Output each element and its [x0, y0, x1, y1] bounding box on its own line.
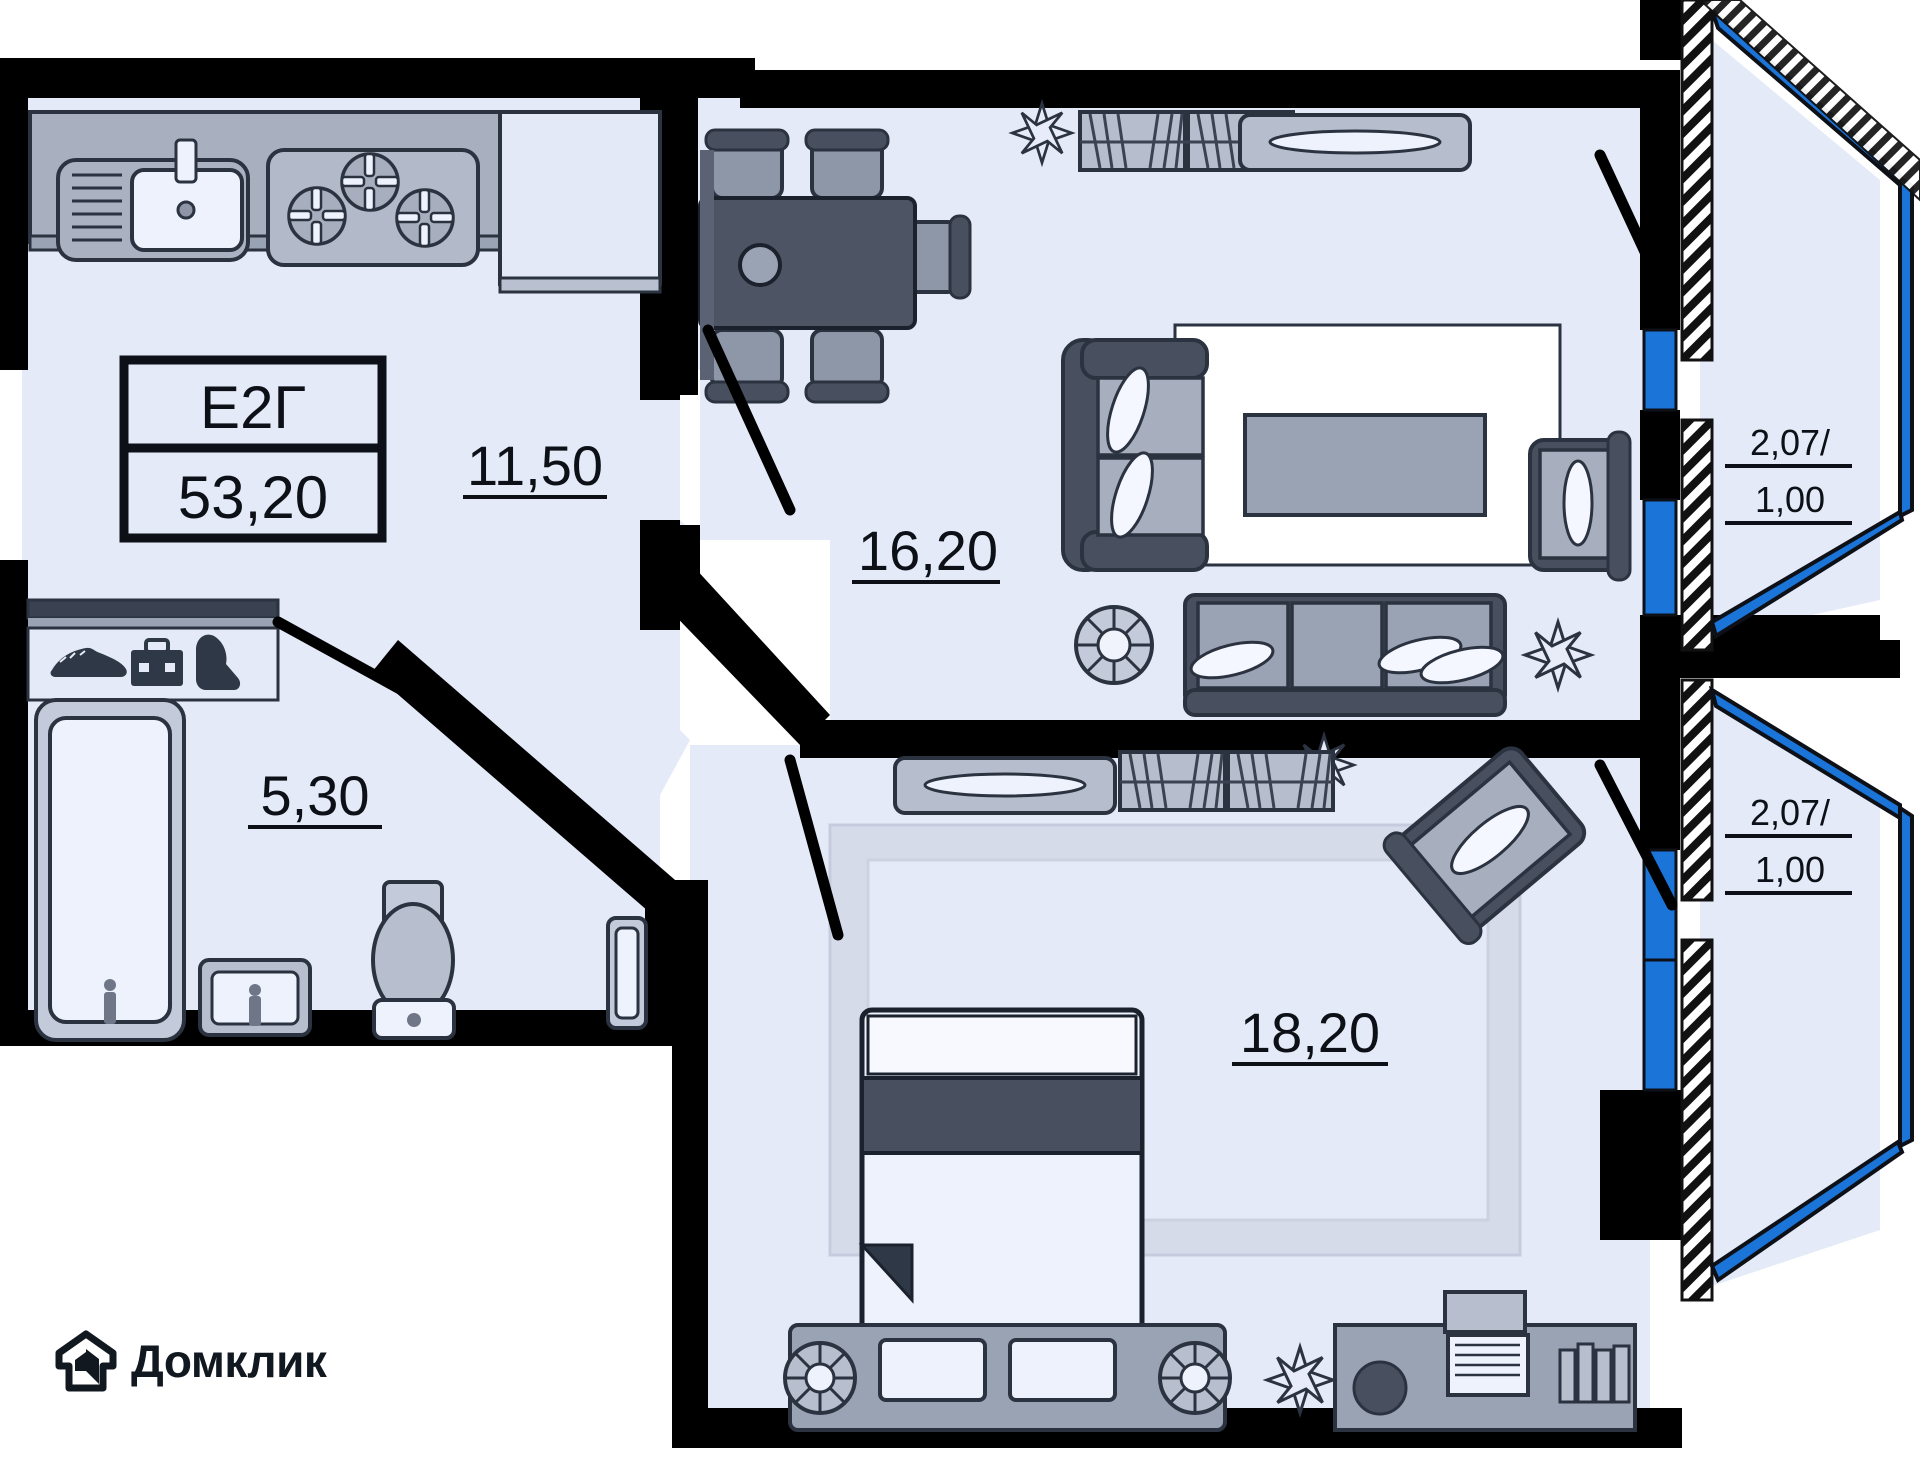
kitchen-stove	[266, 148, 480, 267]
domclick-logo[interactable]: Домклик	[55, 1330, 327, 1392]
window-mullions	[1642, 328, 1678, 1092]
toilet	[371, 880, 456, 1040]
wardrobe-icons	[50, 634, 241, 690]
living-tv-unit	[1243, 413, 1487, 517]
unit-code-box	[119, 355, 387, 543]
plant-bedroom	[1262, 1341, 1338, 1419]
area-label-living: 16,20	[852, 519, 1000, 584]
bedroom-armchair	[1382, 746, 1587, 946]
bedroom-books	[1558, 1342, 1631, 1404]
armchair-left	[1061, 338, 1209, 572]
plant-living-top	[1008, 98, 1076, 168]
kitchen-counter	[28, 110, 502, 262]
area-label-bathroom: 5,30	[248, 764, 382, 829]
svg-text:18,20: 18,20	[1240, 1001, 1380, 1064]
radiator-living	[1238, 113, 1472, 172]
bathroom-towel-rail	[606, 916, 648, 1030]
round-table-living	[1074, 605, 1154, 685]
kitchen-fridge	[498, 110, 662, 294]
house-arrow-icon	[55, 1330, 117, 1392]
curtain-bedroom	[1118, 750, 1335, 812]
area-label-kitchen: 11,50	[463, 434, 607, 499]
bathroom-sink	[198, 958, 312, 1037]
area-label-bedroom: 18,20	[1232, 1001, 1388, 1066]
bed	[858, 1007, 1145, 1343]
svg-text:1,00: 1,00	[1755, 849, 1825, 890]
armchair-right	[1528, 430, 1632, 582]
hall-wardrobe	[26, 598, 280, 702]
balcony-glazing	[1680, 0, 1920, 1302]
svg-text:2,07/: 2,07/	[1750, 792, 1830, 833]
bed-base	[783, 1323, 1232, 1432]
svg-text:16,20: 16,20	[858, 519, 998, 582]
door-swings	[272, 149, 1678, 941]
total-area-label: 53,20	[178, 464, 328, 531]
bedroom-desk	[1333, 1290, 1637, 1432]
unit-code-label: Е2Г	[200, 374, 306, 441]
svg-text:1,00: 1,00	[1755, 479, 1825, 520]
dining-set	[698, 128, 972, 404]
area-label-balcony-lower: 2,07/ 1,00	[1725, 792, 1852, 895]
svg-text:5,30: 5,30	[261, 764, 370, 827]
sofa-living	[1183, 593, 1507, 717]
svg-text:2,07/: 2,07/	[1750, 422, 1830, 463]
radiator-bedroom	[893, 756, 1117, 815]
svg-text:11,50: 11,50	[467, 434, 603, 497]
plant-living	[1520, 616, 1596, 694]
logo-text: Домклик	[131, 1335, 327, 1387]
bathtub	[34, 698, 186, 1042]
area-label-balcony-upper: 2,07/ 1,00	[1725, 422, 1852, 525]
